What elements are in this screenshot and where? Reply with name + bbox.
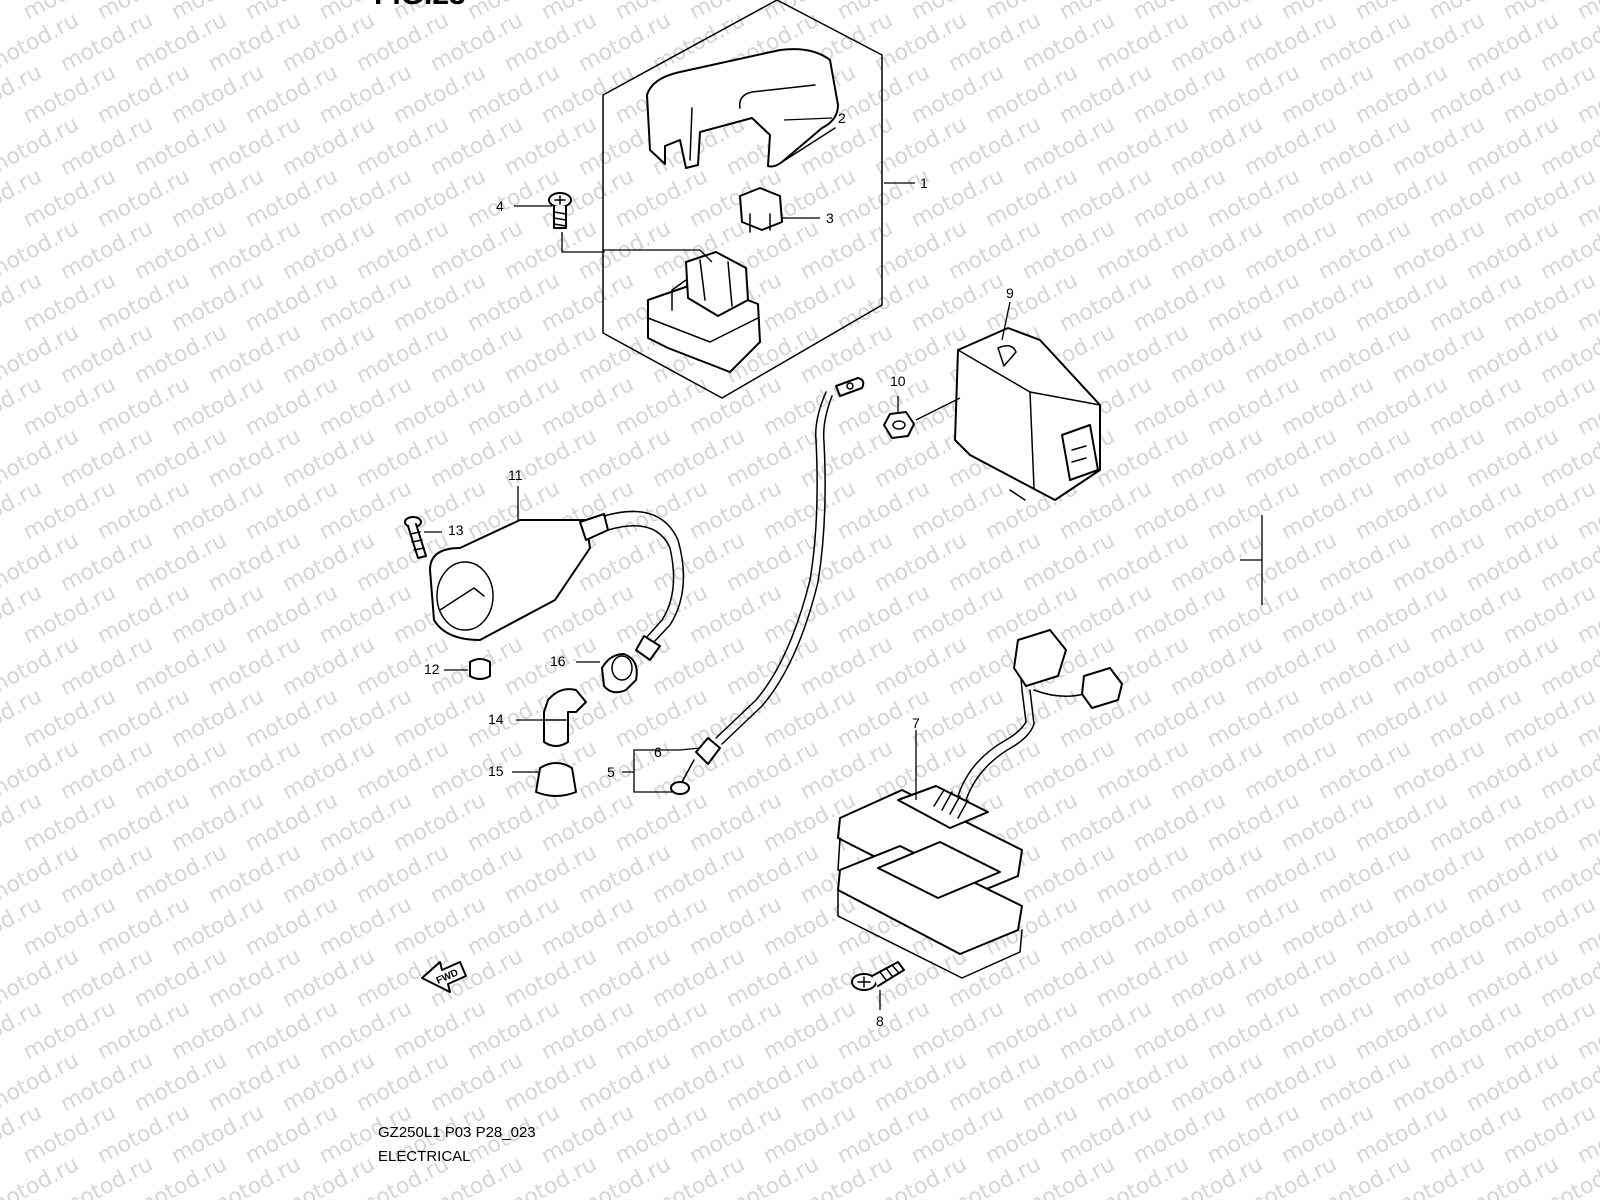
callout-6: 6 — [654, 744, 662, 760]
cdi-unit-part — [954, 327, 1101, 501]
ground-wire-part — [670, 377, 865, 795]
callout-5: 5 — [607, 764, 615, 780]
ignition-coil-part — [429, 510, 685, 661]
coil-bolt-part — [404, 516, 427, 559]
callout-15: 15 — [488, 763, 504, 779]
callout-13: 13 — [448, 522, 464, 538]
callout-16: 16 — [550, 653, 566, 669]
plug-cap-part — [543, 688, 587, 747]
section-caption: ELECTRICAL — [378, 1148, 471, 1165]
relay-cover-part — [646, 48, 839, 169]
regulator-rectifier-part — [837, 629, 1123, 979]
assembly-outline — [602, 0, 883, 399]
callout-3: 3 — [826, 210, 834, 226]
rubber-cap-part — [535, 762, 577, 797]
callout-2: 2 — [838, 110, 846, 126]
nut-part — [883, 411, 915, 439]
callout-labels: 1 2 3 4 5 6 7 8 9 10 11 12 13 14 15 16 — [424, 110, 1014, 1029]
regulator-bolt-part — [851, 961, 905, 991]
sleeve-part — [469, 658, 491, 680]
callout-1: 1 — [920, 175, 928, 191]
callout-7: 7 — [912, 715, 920, 731]
model-code-caption: GZ250L1 P03 P28_023 — [378, 1124, 536, 1141]
fuse-part — [739, 187, 783, 233]
leader-lines — [424, 117, 1263, 1010]
figure-title: FIG.23 — [374, 0, 466, 12]
callout-8: 8 — [876, 1013, 884, 1029]
screw-part-4 — [548, 192, 572, 229]
callout-11: 11 — [508, 467, 523, 483]
starter-relay-part — [647, 251, 761, 373]
forward-direction-arrow: FWD — [421, 961, 467, 993]
callout-10: 10 — [890, 373, 906, 389]
cap-connector-part — [601, 653, 638, 694]
callout-14: 14 — [488, 711, 504, 727]
callout-12: 12 — [424, 661, 440, 677]
callout-9: 9 — [1006, 285, 1014, 301]
callout-4: 4 — [496, 198, 504, 214]
